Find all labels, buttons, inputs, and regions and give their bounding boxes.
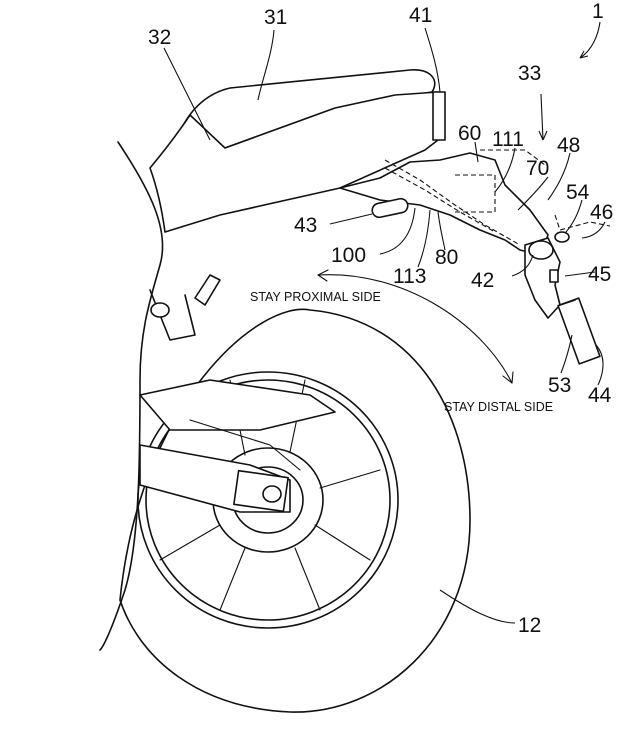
leader-lines — [163, 21, 606, 624]
ref-32: 32 — [148, 26, 171, 49]
stay-assembly — [339, 149, 611, 365]
seat-and-cowl — [149, 69, 446, 233]
body-frame — [99, 141, 221, 651]
ref-41: 41 — [409, 4, 432, 27]
ref-43: 43 — [294, 214, 317, 237]
ref-60: 60 — [458, 122, 481, 145]
ref-70: 70 — [526, 157, 549, 180]
ref-44: 44 — [588, 384, 612, 407]
swing-arm — [139, 379, 336, 513]
caption-stay-distal-side: STAY DISTAL SIDE — [444, 400, 553, 414]
ref-46: 46 — [590, 201, 613, 224]
ref-80: 80 — [435, 246, 458, 269]
ref-45: 45 — [588, 263, 611, 286]
ref-54: 54 — [566, 181, 590, 204]
ref-31: 31 — [264, 6, 287, 29]
caption-stay-proximal-side: STAY PROXIMAL SIDE — [250, 290, 381, 304]
ref-111: 111 — [492, 128, 524, 151]
ref-100: 100 — [331, 244, 366, 267]
rear-wheel — [119, 308, 471, 713]
ref-53: 53 — [548, 374, 571, 397]
ref-48: 48 — [557, 134, 580, 157]
reference-numerals: 1 31 32 41 33 60 111 48 70 54 46 43 100 … — [148, 0, 613, 637]
ref-1: 1 — [592, 0, 604, 23]
ref-33: 33 — [518, 62, 541, 85]
stay-direction-arrow — [317, 269, 514, 384]
ref-12: 12 — [518, 614, 541, 637]
ref-42: 42 — [471, 269, 494, 292]
ref-113: 113 — [393, 265, 426, 288]
captions: STAY PROXIMAL SIDE STAY DISTAL SIDE — [250, 290, 553, 414]
